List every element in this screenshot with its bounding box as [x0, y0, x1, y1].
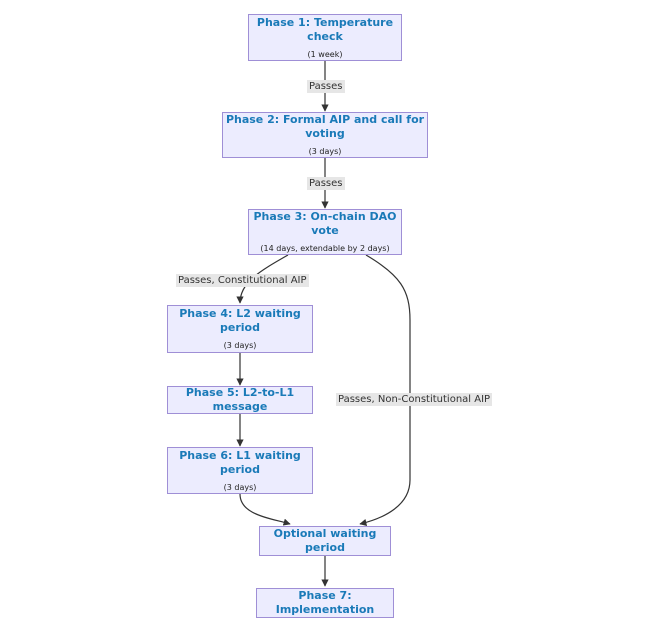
node-phase2-subtitle: (3 days): [308, 147, 342, 156]
edge-label-p3-optional: Passes, Non-Constitutional AIP: [336, 393, 493, 406]
node-phase1-title: Phase 1: Temperature check: [256, 15, 394, 43]
node-phase6-subtitle: (3 days): [223, 482, 257, 492]
node-optional-title: Optional waiting period: [273, 527, 377, 554]
node-phase7-title: Phase 7: Implementation: [275, 589, 375, 616]
node-phase4: Phase 4: L2 waiting period (3 days): [167, 305, 313, 353]
node-phase7: Phase 7: Implementation: [256, 588, 394, 618]
node-optional-waiting: Optional waiting period: [259, 526, 391, 556]
node-phase1: Phase 1: Temperature check (1 week): [248, 14, 402, 61]
node-phase3-subtitle: (14 days, extendable by 2 days): [260, 244, 390, 253]
node-phase5-title: Phase 5: L2-to-L1 message: [185, 386, 295, 413]
node-phase1-subtitle: (1 week): [307, 49, 343, 59]
node-phase3-title: Phase 3: On-chain DAO vote: [253, 210, 397, 237]
node-phase6: Phase 6: L1 waiting period (3 days): [167, 447, 313, 494]
edge-phase6-optional: [239, 493, 291, 526]
node-phase2-title: Phase 2: Formal AIP and call for voting: [225, 113, 425, 140]
node-phase6-title: Phase 6: L1 waiting period: [179, 448, 301, 476]
node-phase5: Phase 5: L2-to-L1 message: [167, 386, 313, 414]
node-phase4-title: Phase 4: L2 waiting period: [179, 307, 301, 334]
node-phase3: Phase 3: On-chain DAO vote (14 days, ext…: [248, 209, 402, 255]
node-phase4-subtitle: (3 days): [223, 341, 257, 350]
node-phase2: Phase 2: Formal AIP and call for voting …: [222, 112, 428, 158]
edge-label-p2-p3: Passes: [307, 177, 345, 190]
edge-label-p3-p4: Passes, Constitutional AIP: [176, 274, 309, 287]
edge-phase3-optional: [359, 254, 411, 526]
edge-label-p1-p2: Passes: [307, 80, 345, 93]
